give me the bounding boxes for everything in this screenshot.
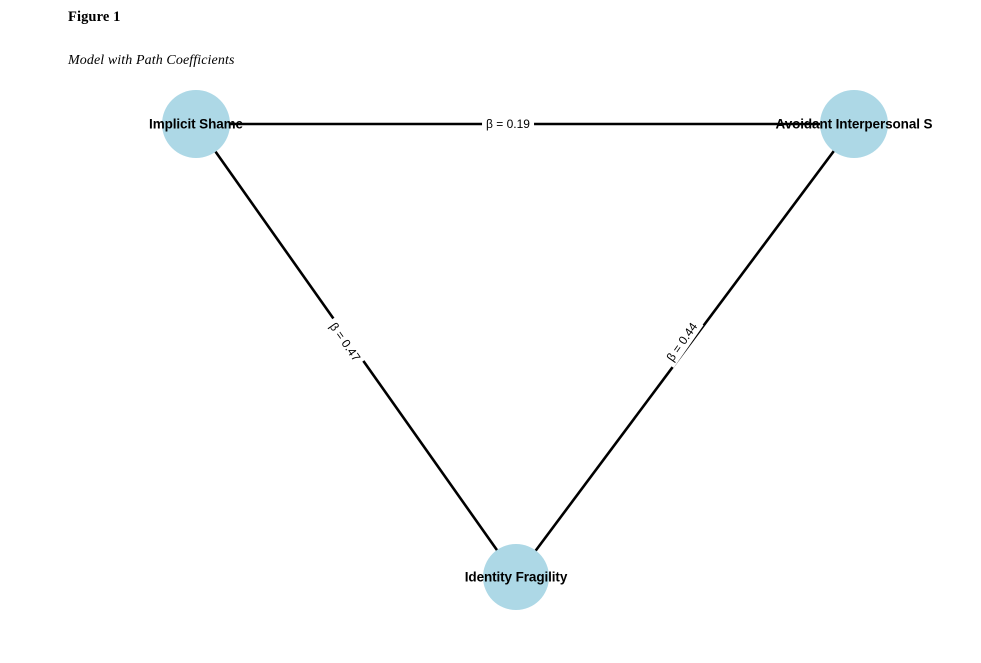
node-implicit-shame[interactable] <box>162 90 230 158</box>
node-identity-fragility[interactable] <box>483 544 549 610</box>
node-avoidant-interpersonal-style[interactable] <box>820 90 888 158</box>
node-group <box>162 90 888 610</box>
figure-title: Model with Path Coefficients <box>68 52 235 68</box>
figure-number: Figure 1 <box>68 9 121 25</box>
edge-group <box>194 122 856 578</box>
edge-shame-to-identity <box>194 123 518 578</box>
edge-identity-to-avoidant <box>514 123 856 578</box>
figure-caption-block: Figure 1 Model with Path Coefficients <box>68 9 668 68</box>
